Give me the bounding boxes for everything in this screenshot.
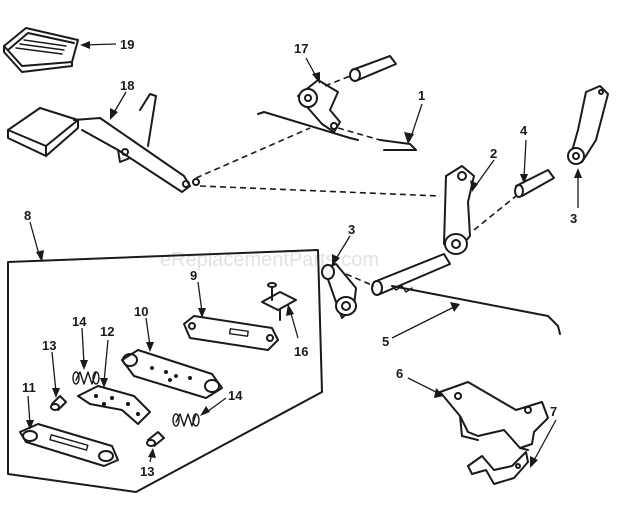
svg-text:13: 13 (140, 464, 154, 479)
part-12-brake-lining[interactable] (77, 385, 151, 425)
callout-14-right: 14 (200, 388, 243, 416)
part-14-spring-right[interactable] (172, 413, 200, 427)
callout-3-lower: 3 (332, 222, 355, 266)
part-18-brake-pedal[interactable] (7, 93, 200, 193)
callout-4: 4 (520, 123, 528, 184)
part-8-kit-outline (7, 249, 323, 493)
callout-18: 18 (110, 78, 134, 120)
svg-text:5: 5 (382, 334, 389, 349)
svg-text:19: 19 (120, 37, 134, 52)
assembly-line (337, 127, 381, 141)
svg-text:3: 3 (570, 211, 577, 226)
callout-6: 6 (396, 366, 444, 398)
svg-text:8: 8 (24, 208, 31, 223)
part-4-pin[interactable] (514, 169, 555, 198)
part-10-plate[interactable] (121, 349, 223, 399)
callout-13-right: 13 (140, 448, 156, 479)
svg-text:14: 14 (228, 388, 243, 403)
part-2-arm[interactable] (443, 165, 475, 255)
svg-text:4: 4 (520, 123, 528, 138)
callout-12: 12 (100, 324, 114, 388)
svg-text:3: 3 (348, 222, 355, 237)
callout-3-upper: 3 (570, 168, 582, 226)
callout-7: 7 (530, 404, 557, 468)
svg-text:14: 14 (72, 314, 87, 329)
callout-5: 5 (382, 302, 460, 349)
svg-text:10: 10 (134, 304, 148, 319)
callout-13-left: 13 (42, 338, 60, 398)
part-7-clip[interactable] (467, 451, 529, 485)
svg-text:17: 17 (294, 41, 308, 56)
svg-text:11: 11 (22, 380, 36, 395)
callout-16: 16 (286, 304, 308, 359)
part-9-plate[interactable] (183, 315, 279, 351)
assembly-line (473, 195, 517, 231)
part-5-brake-rod[interactable] (391, 285, 561, 335)
part-14-spring-left[interactable] (72, 371, 100, 385)
assembly-line (195, 127, 311, 179)
part-11-plate[interactable] (19, 423, 119, 467)
callout-19: 19 (80, 37, 134, 52)
part-1-rod[interactable] (257, 111, 417, 151)
svg-text:12: 12 (100, 324, 114, 339)
part-19-manual[interactable] (3, 27, 79, 73)
callout-9: 9 (190, 268, 206, 318)
svg-text:2: 2 (490, 146, 497, 161)
assembly-line (345, 273, 375, 287)
part-13-pin-right[interactable] (146, 431, 165, 447)
callout-8: 8 (24, 208, 44, 262)
part-3-arm-upper[interactable] (567, 85, 609, 165)
part-13-pin-left[interactable] (50, 395, 67, 411)
callout-14-left: 14 (72, 314, 88, 370)
part-3-arm-lower[interactable] (321, 263, 357, 319)
svg-text:9: 9 (190, 268, 197, 283)
svg-text:16: 16 (294, 344, 308, 359)
assembly-line (199, 185, 441, 197)
part-6-bracket[interactable] (439, 381, 549, 451)
svg-text:7: 7 (550, 404, 557, 419)
svg-text:13: 13 (42, 338, 56, 353)
part-pin-17[interactable] (349, 55, 397, 82)
assembly-line (324, 75, 351, 87)
callout-11: 11 (22, 380, 36, 430)
part-16-pin[interactable] (261, 282, 297, 321)
callout-10: 10 (134, 304, 154, 352)
callout-1: 1 (404, 88, 425, 144)
part-17-bell-crank[interactable] (297, 79, 341, 133)
callout-17: 17 (294, 41, 320, 84)
svg-text:6: 6 (396, 366, 403, 381)
svg-text:18: 18 (120, 78, 134, 93)
part-shaft[interactable] (371, 253, 451, 296)
callout-2: 2 (470, 146, 497, 192)
svg-text:1: 1 (418, 88, 425, 103)
